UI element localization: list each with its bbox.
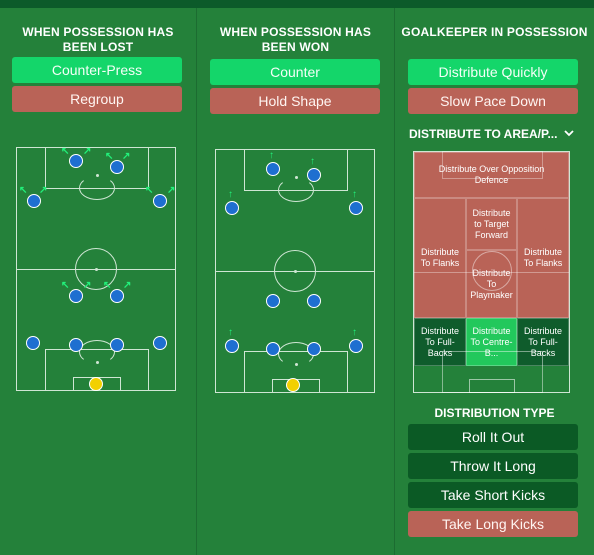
counter-button[interactable]: Counter: [210, 59, 380, 85]
arrow-up-right-icon: ↗: [167, 185, 176, 196]
player-token[interactable]: [110, 338, 124, 352]
player-token[interactable]: [307, 294, 321, 308]
player-token[interactable]: [69, 338, 83, 352]
column-divider: [394, 8, 395, 555]
player-token[interactable]: [266, 342, 280, 356]
zone-fullbacks-right[interactable]: Distribute To Full-Backs: [517, 318, 569, 366]
arrow-up-left-icon: ↖: [145, 185, 154, 196]
centre-spot: [95, 268, 98, 271]
zone-opposition-defence[interactable]: Distribute Over Opposition Defence: [414, 152, 569, 198]
chevron-down-icon[interactable]: [564, 129, 574, 137]
goalkeeper-token[interactable]: [89, 377, 103, 391]
player-token[interactable]: [307, 168, 321, 182]
goalkeeper-possession-panel: GOALKEEPER IN POSSESSION Distribute Quic…: [395, 8, 594, 555]
centre-spot: [294, 270, 297, 273]
player-token[interactable]: [225, 339, 239, 353]
player-token[interactable]: [349, 339, 363, 353]
throw-it-long-button[interactable]: Throw It Long: [408, 453, 578, 479]
hold-shape-button[interactable]: Hold Shape: [210, 88, 380, 114]
player-token[interactable]: [153, 194, 167, 208]
distribution-type-title: DISTRIBUTION TYPE: [434, 406, 555, 420]
arrow-up-icon: ↑: [352, 189, 357, 200]
lost-pitch: ↖ ↗ ↖ ↗ ↖ ↗ ↖ ↗ ↖ ↗ ↖ ↗: [16, 147, 176, 391]
arrow-up-icon: ↑: [269, 150, 274, 161]
penalty-arc: [278, 178, 314, 202]
penalty-spot: [295, 176, 298, 179]
arrow-up-right-icon: ↗: [83, 280, 92, 291]
won-pitch: ↑ ↑ ↑ ↑ ↑ ↑: [215, 149, 375, 393]
centre-circle: [472, 251, 512, 291]
arrow-up-right-icon: ↗: [123, 280, 132, 291]
regroup-button[interactable]: Regroup: [12, 86, 182, 112]
arrow-up-icon: ↑: [310, 156, 315, 167]
penalty-spot: [96, 174, 99, 177]
penalty-arc: [79, 176, 115, 200]
penalty-arc: [79, 340, 115, 364]
player-token[interactable]: [110, 160, 124, 174]
zone-flanks-right[interactable]: Distribute To Flanks: [517, 198, 569, 318]
player-token[interactable]: [266, 162, 280, 176]
player-token[interactable]: [69, 154, 83, 168]
distribution-area-map: Distribute Over Opposition Defence Distr…: [413, 151, 570, 393]
arrow-up-icon: ↑: [228, 327, 233, 338]
lost-possession-panel: WHEN POSSESSION HAS BEEN LOST Counter-Pr…: [0, 8, 196, 555]
zone-fullbacks-left[interactable]: Distribute To Full-Backs: [414, 318, 466, 366]
arrow-up-right-icon: ↗: [122, 151, 131, 162]
zone-centre-backs[interactable]: Distribute To Centre-B...: [466, 318, 517, 366]
take-short-kicks-button[interactable]: Take Short Kicks: [408, 482, 578, 508]
penalty-box-top: [442, 151, 543, 179]
penalty-spot: [96, 361, 99, 364]
gk-title: GOALKEEPER IN POSSESSION: [401, 25, 588, 39]
zone-flanks-left[interactable]: Distribute To Flanks: [414, 198, 466, 318]
won-possession-panel: WHEN POSSESSION HAS BEEN WON Counter Hol…: [197, 8, 394, 555]
arrow-up-left-icon: ↖: [19, 185, 28, 196]
player-token[interactable]: [26, 336, 40, 350]
zone-target-forward[interactable]: Distribute to Target Forward: [466, 198, 517, 250]
player-token[interactable]: [307, 342, 321, 356]
centre-circle: [75, 248, 117, 290]
take-long-kicks-button[interactable]: Take Long Kicks: [408, 511, 578, 537]
arrow-up-left-icon: ↖: [103, 280, 112, 291]
player-token[interactable]: [69, 289, 83, 303]
counter-press-button[interactable]: Counter-Press: [12, 57, 182, 83]
player-token[interactable]: [349, 201, 363, 215]
penalty-spot: [295, 363, 298, 366]
arrow-up-icon: ↑: [228, 189, 233, 200]
player-token[interactable]: [153, 336, 167, 350]
lost-title: WHEN POSSESSION HAS BEEN LOST: [22, 25, 174, 54]
won-title: WHEN POSSESSION HAS BEEN WON: [219, 25, 372, 54]
top-bar: [0, 0, 594, 8]
goalkeeper-token[interactable]: [286, 378, 300, 392]
arrow-up-right-icon: ↗: [83, 146, 92, 157]
six-yard-box: [469, 379, 515, 393]
player-token[interactable]: [27, 194, 41, 208]
distribute-area-dropdown-label[interactable]: DISTRIBUTE TO AREA/P...: [409, 127, 558, 141]
player-token[interactable]: [266, 294, 280, 308]
centre-circle: [274, 250, 316, 292]
arrow-up-left-icon: ↖: [61, 280, 70, 291]
arrow-up-right-icon: ↗: [39, 185, 48, 196]
player-token[interactable]: [110, 289, 124, 303]
arrow-up-left-icon: ↖: [105, 151, 114, 162]
arrow-up-left-icon: ↖: [61, 146, 70, 157]
roll-it-out-button[interactable]: Roll It Out: [408, 424, 578, 450]
player-token[interactable]: [225, 201, 239, 215]
arrow-up-icon: ↑: [352, 327, 357, 338]
column-divider: [196, 8, 197, 555]
slow-pace-down-button[interactable]: Slow Pace Down: [408, 88, 578, 114]
distribute-quickly-button[interactable]: Distribute Quickly: [408, 59, 578, 85]
